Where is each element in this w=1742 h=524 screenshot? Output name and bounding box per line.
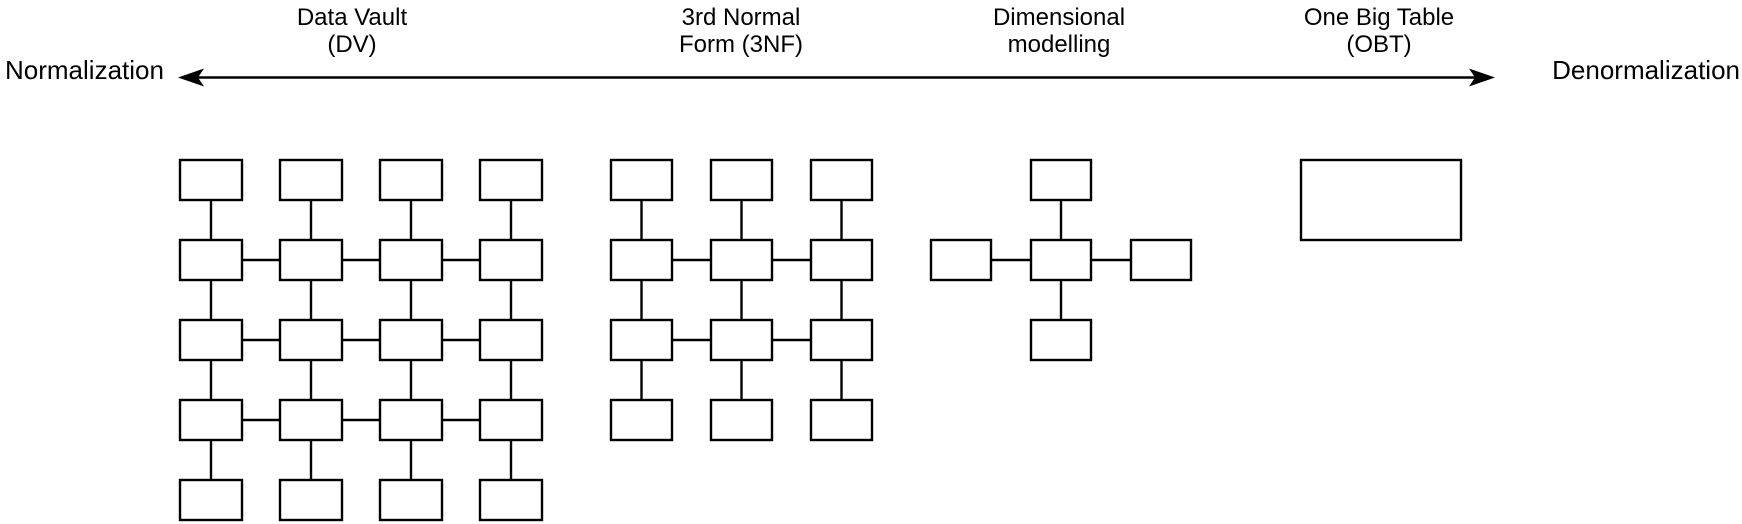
data-vault-label-line2: (DV) (327, 31, 376, 58)
schema-table-box (1299, 158, 1463, 242)
spectrum-arrow (178, 68, 1495, 87)
schema-table-box (609, 238, 674, 282)
data-vault-label-line1: Data Vault (297, 4, 408, 31)
schema-table-box (809, 398, 874, 442)
schema-table-box (178, 318, 244, 362)
schema-table-box (178, 158, 244, 202)
schema-table-box (709, 238, 774, 282)
schema-table-box (1129, 238, 1193, 282)
schema-table-box (709, 318, 774, 362)
schema-table-box (1029, 318, 1093, 362)
denormalization-label: Denormalization (1552, 55, 1740, 85)
schema-table-box (809, 238, 874, 282)
third-normal-form-label-line2: Form (3NF) (679, 31, 803, 58)
schema-table-box (809, 158, 874, 202)
schema-table-box (809, 318, 874, 362)
dimensional-modelling-schema (929, 158, 1193, 362)
schema-table-box (1029, 158, 1093, 202)
schema-table-box (378, 158, 444, 202)
schema-table-box (478, 398, 544, 442)
schema-table-box (278, 158, 344, 202)
schema-table-box (178, 478, 244, 522)
data-vault-schema (178, 158, 544, 522)
schema-table-box (278, 318, 344, 362)
schema-table-box (609, 398, 674, 442)
schema-table-box (278, 238, 344, 282)
schema-table-box (709, 158, 774, 202)
arrowhead-right-icon (1469, 68, 1495, 87)
schema-table-box (478, 158, 544, 202)
schema-table-box (1029, 238, 1093, 282)
schema-table-box (478, 318, 544, 362)
schema-table-box (278, 398, 344, 442)
one-big-table-label-line1: One Big Table (1304, 4, 1454, 31)
dimensional-modelling-label-line1: Dimensional (993, 4, 1125, 31)
schema-table-box (929, 238, 993, 282)
one-big-table-label-line2: (OBT) (1346, 31, 1411, 58)
schema-table-box (378, 318, 444, 362)
schema-diagrams (178, 158, 1463, 522)
schema-table-box (478, 478, 544, 522)
schema-table-box (478, 238, 544, 282)
dimensional-modelling-label-line2: modelling (1008, 31, 1111, 58)
schema-table-box (178, 238, 244, 282)
arrowhead-left-icon (178, 68, 204, 87)
normalization-label: Normalization (5, 55, 164, 85)
third-normal-form-schema (609, 158, 874, 442)
one-big-table-schema (1299, 158, 1463, 242)
schema-table-box (378, 238, 444, 282)
schema-table-box (609, 318, 674, 362)
schema-table-box (278, 478, 344, 522)
schema-table-box (709, 398, 774, 442)
schema-table-box (378, 478, 444, 522)
schema-table-box (609, 158, 674, 202)
schema-table-box (178, 398, 244, 442)
third-normal-form-label-line1: 3rd Normal (682, 4, 801, 31)
schema-table-box (378, 398, 444, 442)
